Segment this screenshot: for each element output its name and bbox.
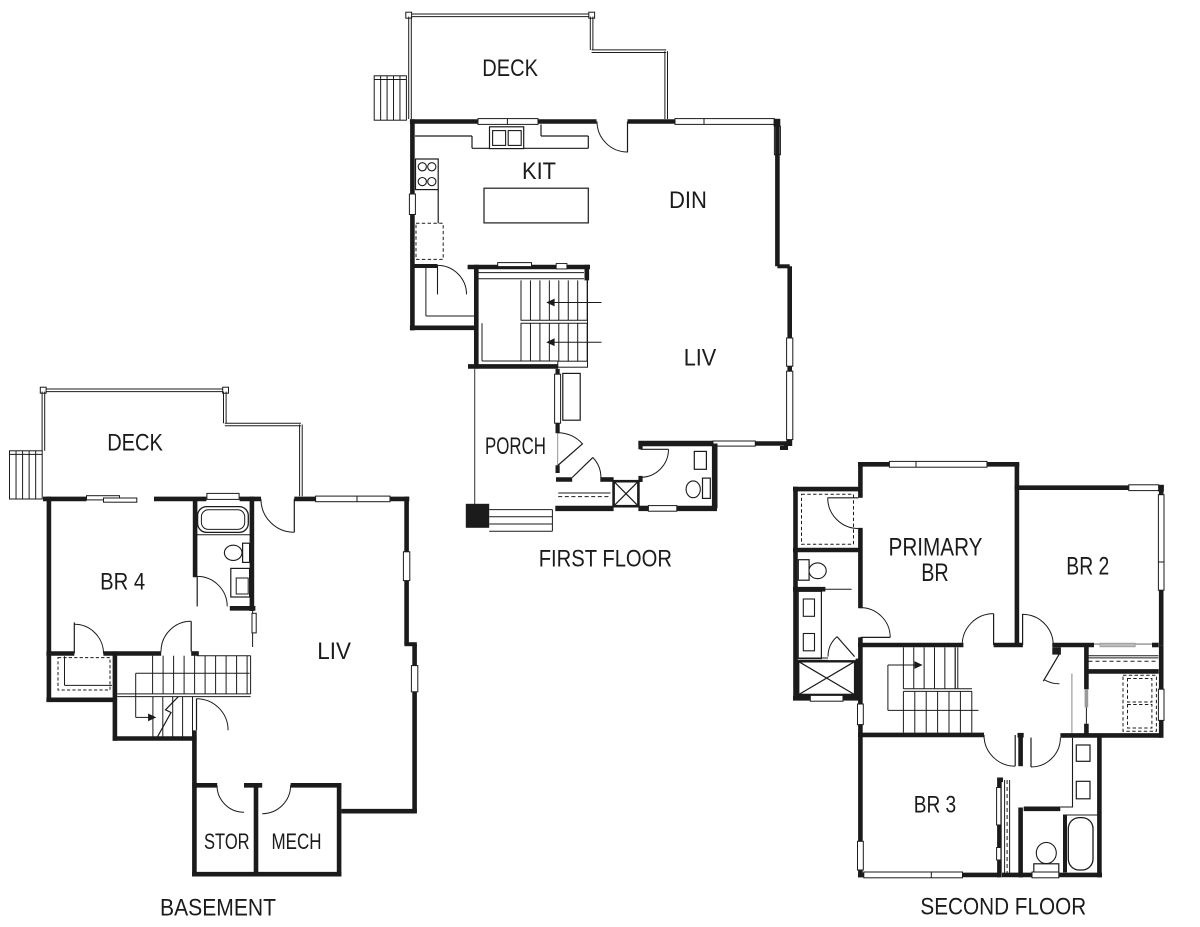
svg-text:BR: BR <box>921 559 949 587</box>
svg-text:MECH: MECH <box>272 829 322 854</box>
svg-text:FIRST FLOOR: FIRST FLOOR <box>539 546 672 573</box>
svg-text:BR 2: BR 2 <box>1066 552 1109 580</box>
svg-text:PORCH: PORCH <box>485 433 546 460</box>
svg-text:SECOND FLOOR: SECOND FLOOR <box>920 893 1086 920</box>
svg-text:BASEMENT: BASEMENT <box>160 895 276 922</box>
svg-text:LIV: LIV <box>684 344 717 371</box>
svg-text:LIV: LIV <box>317 638 351 665</box>
svg-text:BR 4: BR 4 <box>100 569 145 596</box>
svg-text:DIN: DIN <box>669 187 707 214</box>
svg-text:PRIMARY: PRIMARY <box>889 534 983 562</box>
svg-text:STOR: STOR <box>204 829 250 854</box>
svg-text:BR 3: BR 3 <box>914 792 957 819</box>
svg-text:DECK: DECK <box>482 55 538 82</box>
svg-text:DECK: DECK <box>107 430 163 457</box>
svg-text:KIT: KIT <box>522 158 556 185</box>
